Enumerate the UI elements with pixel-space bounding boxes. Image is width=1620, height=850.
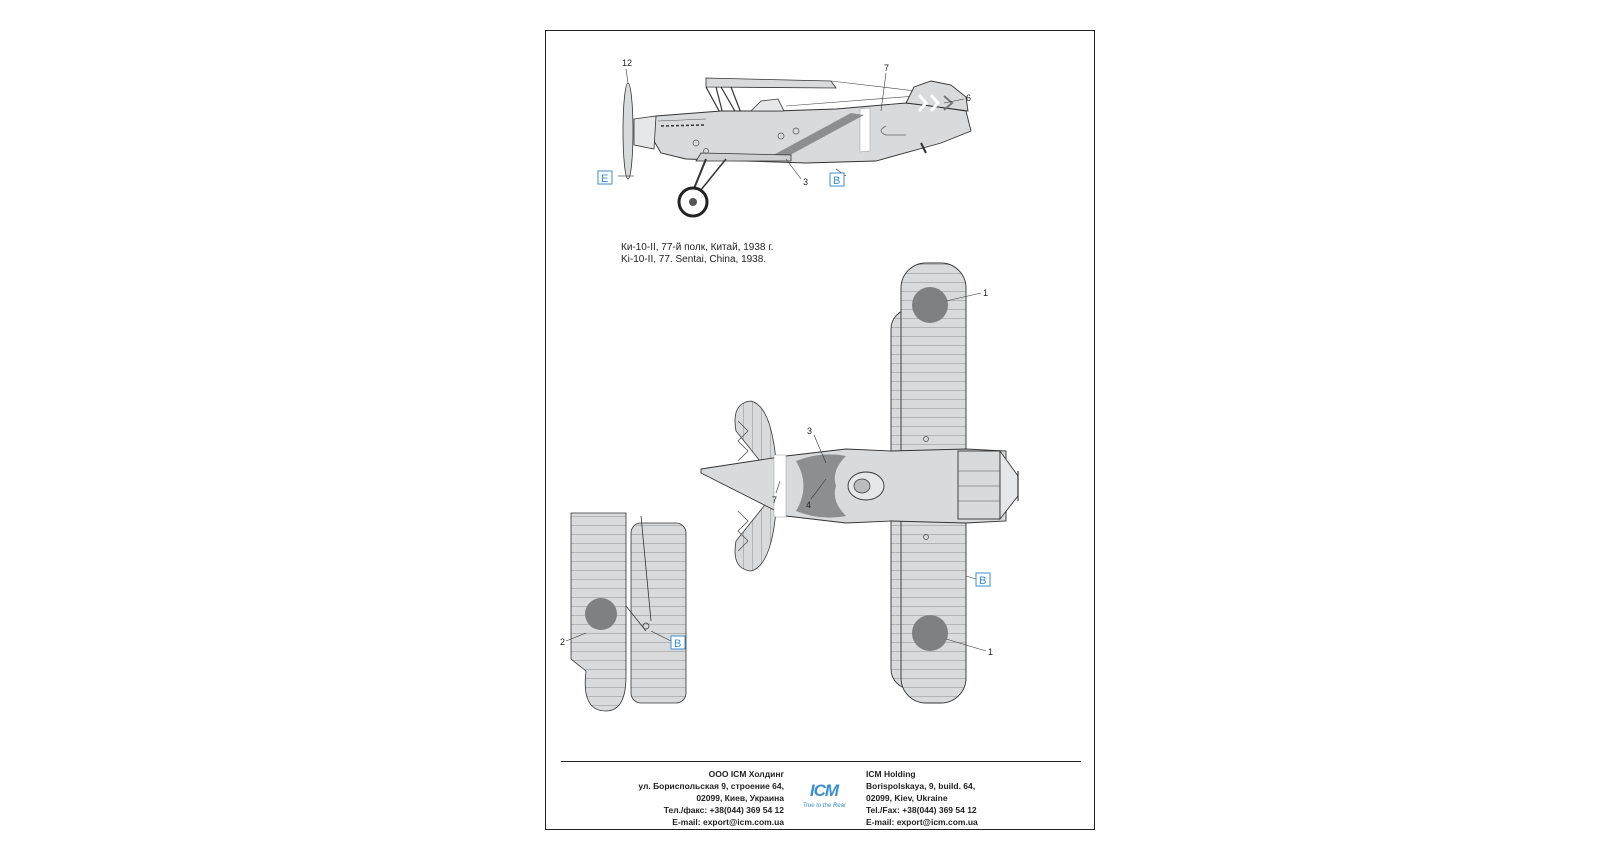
top-view [700,262,1019,704]
callout-6: 6 [966,93,971,103]
color-key-b-side: B [829,172,845,187]
callout-1-lower: 1 [988,647,993,657]
side-callouts: 12 7 6 3 E B [597,58,971,187]
svg-text:B: B [979,575,986,587]
caption-ru: Ки-10-II, 77-й полк, Китай, 1938 г. [621,242,774,253]
svg-text:E: E [601,173,608,185]
callout-3-top: 3 [807,426,812,436]
callout-1-upper: 1 [983,288,988,298]
callout-12: 12 [622,58,632,68]
instruction-sheet: 12 7 6 3 E B [545,30,1095,830]
color-key-e-side: E [597,170,613,185]
color-key-b-top: B [975,572,991,587]
caption-en: Ki-10-II, 77. Sentai, China, 1938. [621,254,767,265]
icm-logo: ICM True to the Real [802,781,846,809]
footer-divider [561,761,1081,762]
svg-text:B: B [833,175,840,187]
aircraft-drawings: 12 7 6 3 E B [560,58,1019,712]
callout-3-side: 3 [803,177,808,187]
callout-2: 2 [560,637,565,647]
callout-7-side: 7 [884,63,889,73]
svg-text:B: B [674,638,681,650]
side-view [622,77,972,218]
top-callouts: 1 1 3 4 7 B [772,288,993,657]
color-key-b-underwing: B [670,635,686,650]
underwing-view: 2 B [560,512,687,712]
address-ru: ООО ICM Холдинг ул. Бориспольская 9, стр… [638,769,784,827]
callout-4: 4 [806,500,811,510]
callout-7-top: 7 [772,495,777,505]
address-en: ICM Holding Borispolskaya, 9, build. 64,… [866,769,978,827]
